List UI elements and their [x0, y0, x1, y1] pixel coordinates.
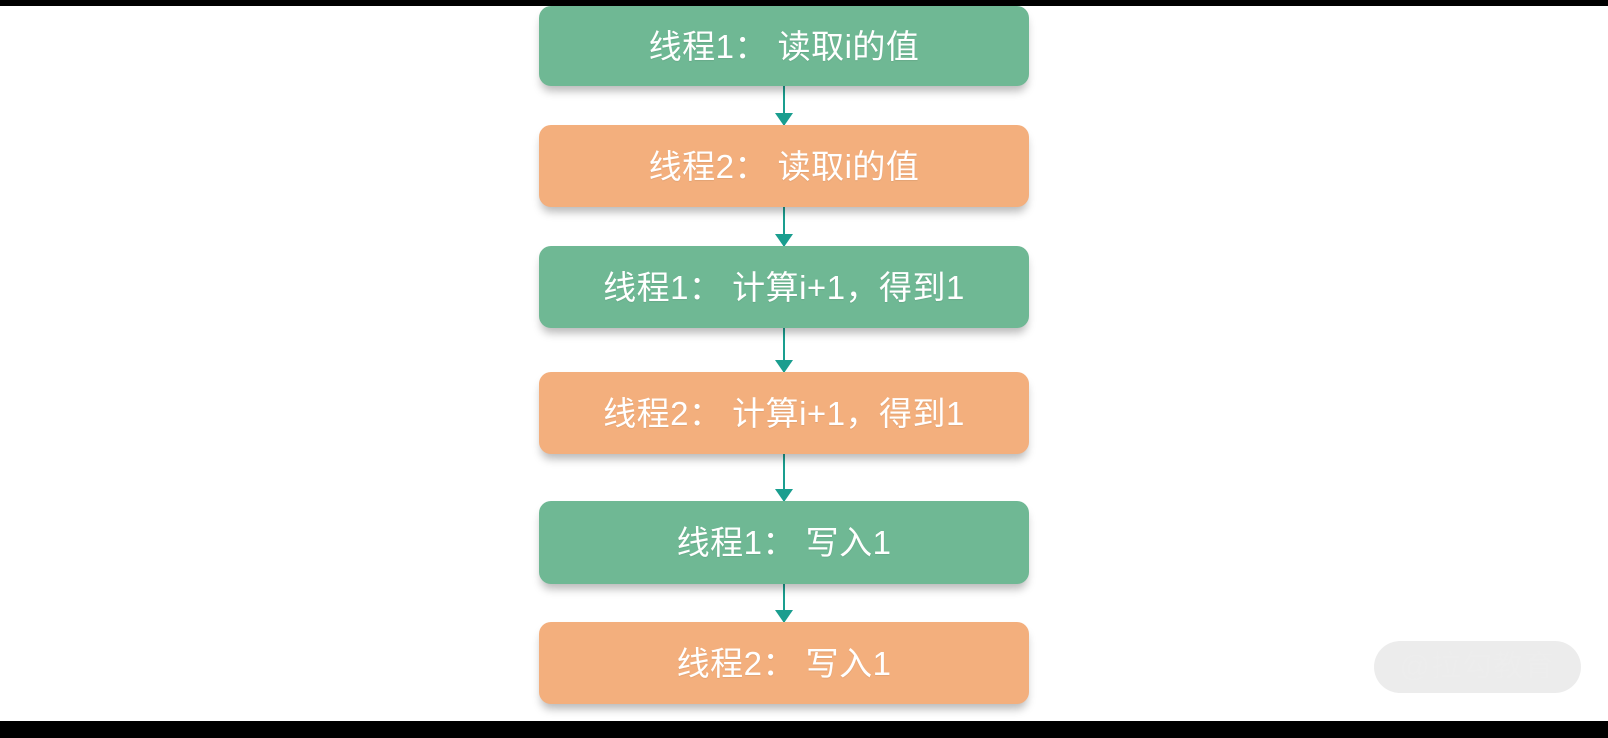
flowchart: 线程1： 读取i的值 线程2： 读取i的值 线程1： 计算i+1，得到1 线程2…: [539, 0, 1029, 738]
letterbox-top: [0, 0, 1608, 6]
connector-stem: [783, 207, 785, 246]
arrow-down-icon: [775, 113, 793, 126]
flow-node-step-1[interactable]: 线程1： 读取i的值: [539, 6, 1029, 86]
flow-connector-2: [775, 207, 793, 247]
flow-node-label: 线程2： 读取i的值: [648, 147, 920, 185]
flow-node-label: 线程1： 计算i+1，得到1: [603, 268, 965, 306]
connector-stem: [783, 584, 785, 622]
connector-stem: [783, 454, 785, 501]
flow-node-step-2[interactable]: 线程2： 读取i的值: [539, 125, 1029, 207]
arrow-down-icon: [775, 610, 793, 623]
flow-node-step-6[interactable]: 线程2： 写入1: [539, 622, 1029, 704]
flow-node-label: 线程2： 写入1: [676, 644, 892, 682]
flow-connector-3: [775, 328, 793, 373]
letterbox-bottom: [0, 721, 1608, 738]
flow-node-label: 线程2： 计算i+1，得到1: [603, 394, 965, 432]
flow-node-step-5[interactable]: 线程1： 写入1: [539, 501, 1029, 584]
flow-node-step-3[interactable]: 线程1： 计算i+1，得到1: [539, 246, 1029, 328]
connector-stem: [783, 328, 785, 372]
watermark: @拉勾教育: [1373, 641, 1581, 693]
arrow-down-icon: [775, 360, 793, 373]
flow-connector-5: [775, 584, 793, 623]
arrow-down-icon: [775, 489, 793, 502]
connector-stem: [783, 86, 785, 125]
flow-connector-1: [775, 86, 793, 126]
flow-connector-4: [775, 454, 793, 502]
flow-node-step-4[interactable]: 线程2： 计算i+1，得到1: [539, 372, 1029, 454]
arrow-down-icon: [775, 234, 793, 247]
flow-node-label: 线程1： 写入1: [676, 524, 892, 561]
flow-node-label: 线程1： 读取i的值: [648, 27, 920, 65]
